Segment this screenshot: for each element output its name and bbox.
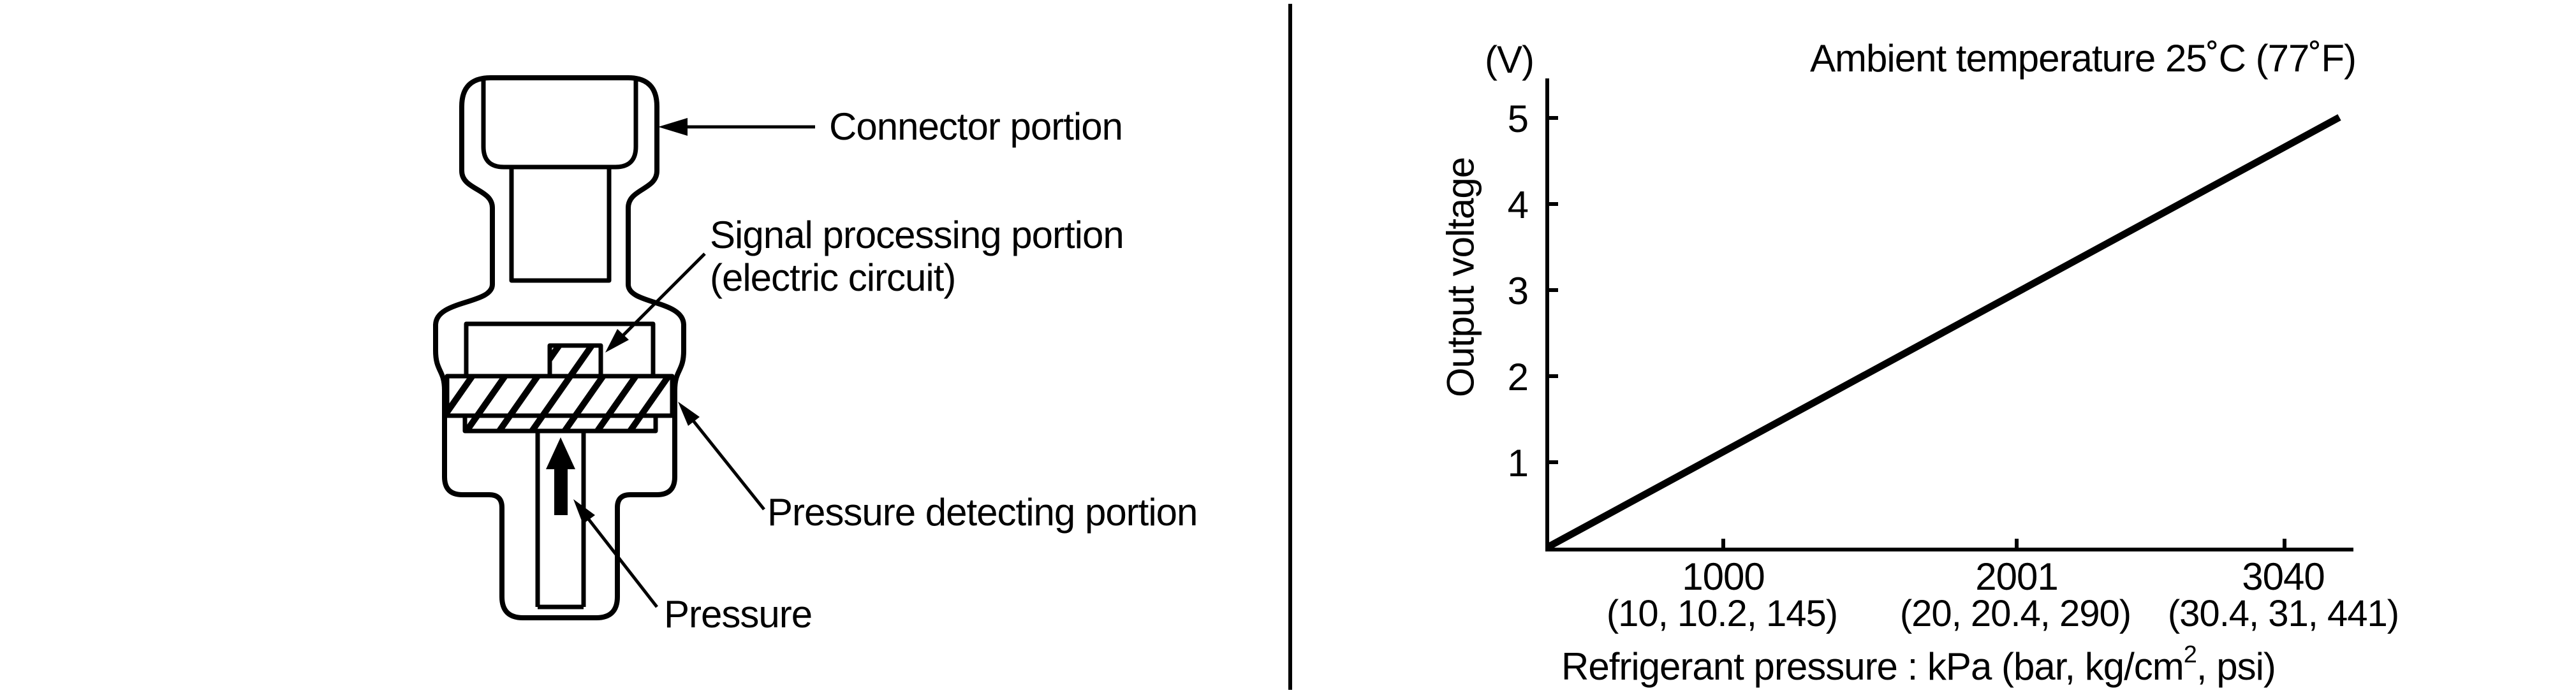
x-tick-label-3040: 3040 <box>2242 555 2325 598</box>
pressure-detecting-band-lower <box>462 413 658 434</box>
sensor-outline <box>433 75 686 620</box>
signal-processing-label-line1: Signal processing portion <box>710 214 1124 256</box>
can-top-line <box>464 321 656 375</box>
x-axis-title-suffix: , psi) <box>2196 645 2276 688</box>
y-tick-label-2: 2 <box>1507 356 1529 398</box>
plot-line <box>1546 114 2341 550</box>
y-axis-ticks <box>1547 116 1558 464</box>
pressure-detecting-label: Pressure detecting portion <box>767 491 1198 534</box>
y-tick-label-1: 1 <box>1507 442 1529 485</box>
signal-processing-label-line2: (electric circuit) <box>710 256 956 299</box>
pressure-detecting-band <box>445 374 675 418</box>
y-tick-label-4: 4 <box>1507 184 1529 226</box>
leader-pressure-detecting-arrowhead <box>678 402 700 426</box>
leader-signal <box>610 252 706 349</box>
x-tick-conversion-2: (20, 20.4, 290) <box>1899 593 2131 634</box>
leader-pressure-arrowhead <box>573 499 595 524</box>
y-tick-label-5: 5 <box>1507 98 1529 140</box>
x-axis-ticks <box>1721 539 2286 550</box>
leader-pressure-detecting <box>682 407 765 511</box>
x-tick-label-1000: 1000 <box>1682 555 1765 598</box>
leader-signal-arrowhead <box>605 329 629 353</box>
connector-inner-wall <box>481 80 638 170</box>
chart-title: Ambient temperature 25˚C (77˚F) <box>1810 37 2357 80</box>
neck-cavity <box>509 168 612 283</box>
chart-axes <box>1545 78 2353 551</box>
signal-processing-block <box>547 343 603 379</box>
pressure-flow-arrow <box>546 437 575 515</box>
x-axis-title: Refrigerant pressure : kPa (bar, kg/cm2,… <box>1561 638 2276 688</box>
pressure-label: Pressure <box>664 593 813 636</box>
leader-lines <box>573 118 815 608</box>
pressure-sensor-drawing <box>433 75 686 620</box>
x-axis-title-prefix: Refrigerant pressure : kPa (bar, kg/cm <box>1561 645 2184 688</box>
x-tick-conversion-3: (30.4, 31, 441) <box>2167 593 2399 634</box>
connector-portion-label: Connector portion <box>829 105 1123 148</box>
x-axis-title-superscript: 2 <box>2183 641 2197 668</box>
x-tick-label-2001: 2001 <box>1975 555 2058 598</box>
leader-connector-arrowhead <box>658 118 688 136</box>
x-tick-conversion-1: (10, 10.2, 145) <box>1606 593 1838 634</box>
y-axis-unit: (V) <box>1485 38 1535 81</box>
leader-pressure <box>577 505 658 608</box>
y-tick-label-3: 3 <box>1507 270 1529 312</box>
